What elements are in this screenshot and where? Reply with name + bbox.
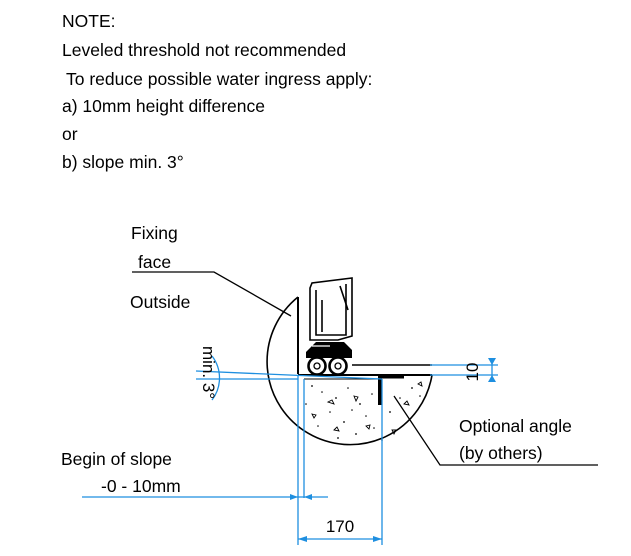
concrete-aggregate [311,381,423,436]
face-label: face [138,252,171,272]
slope-range-label: -0 - 10mm [101,476,181,496]
note-line-2: Leveled threshold not recommended [62,40,346,60]
roller-right [328,356,348,376]
door-sash-profile [306,277,353,358]
fixing-face-leader [132,271,292,317]
optional-angle-leader [393,395,598,466]
roller-left-hub [313,362,321,370]
note-line-5: or [62,124,78,144]
begin-of-slope-label: Begin of slope [61,449,172,469]
optional-angle-label: Optional angle [459,416,572,436]
height-dimension-label: 10 [463,363,482,382]
note-line-3: To reduce possible water ingress apply: [66,69,372,89]
roller-left [307,356,327,376]
slope-angle-label: min. 3° [199,346,218,399]
fixing-label: Fixing [131,223,178,243]
by-others-label: (by others) [459,443,543,463]
note-line-1: NOTE: [62,11,115,31]
width-dimension-label: 170 [326,517,354,536]
concrete-hatch [305,385,421,441]
dimension-lines [82,355,498,545]
note-line-4: a) 10mm height difference [62,96,265,116]
optional-angle-profile [378,375,404,405]
roller-right-hub [334,362,342,370]
outside-label: Outside [130,292,190,312]
note-block: NOTE: Leveled threshold not recommended … [62,11,372,172]
detail-circle [266,296,433,446]
note-line-6: b) slope min. 3° [62,152,184,172]
